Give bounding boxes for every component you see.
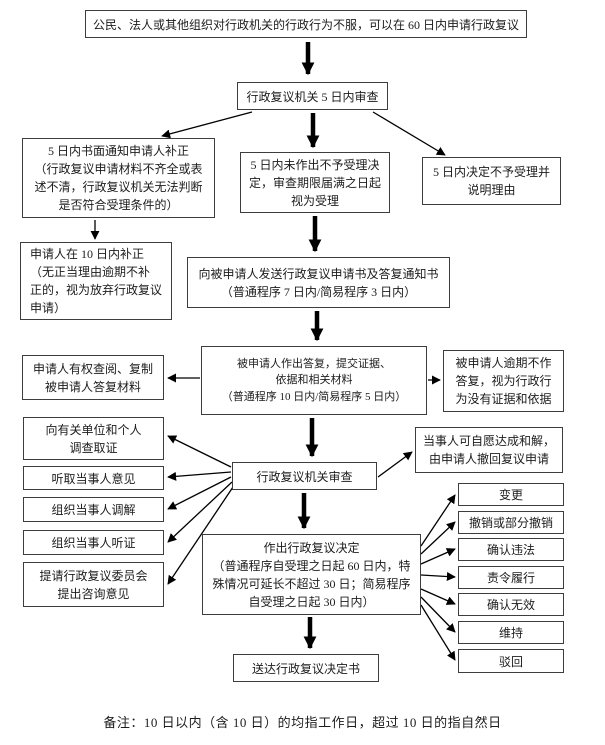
node-overdue-no-reply: 被申请人逾期不作 答复，视为行政行 为没有证据和依据: [443, 350, 564, 412]
node-organ-review: 行政复议机关审查: [232, 462, 377, 490]
node-outcome-revoke: 撤销或部分撤销: [458, 511, 564, 534]
node-outcome-confirm-invalid: 确认无效: [458, 593, 564, 616]
node-outcome-dismiss: 驳回: [458, 649, 564, 673]
node-settlement: 当事人可自愿达成和解， 由申请人撤回复议申请: [415, 427, 563, 473]
node-organize-hearing: 组织当事人听证: [23, 530, 164, 555]
node-make-decision: 作出行政复议决定 （普通程序自受理之日起 60 日内，特 殊情况可延长不超过 3…: [202, 534, 421, 615]
node-outcome-order-perform: 责令履行: [458, 566, 564, 589]
node-respondent-reply: 被申请人作出答复，提交证据、 依据和相关材料 （普通程序 10 日内/简易程序 …: [201, 346, 427, 415]
node-outcome-confirm-illegal: 确认违法: [458, 538, 564, 561]
node-deliver-decision: 送达行政复议决定书: [233, 654, 379, 682]
node-organize-mediation: 组织当事人调解: [23, 497, 164, 522]
node-outcome-change: 变更: [458, 483, 564, 506]
node-notify-correction: 5 日内书面通知申请人补正 （行政复议申请材料不齐全或表 述不清，行政复议机关无…: [22, 138, 215, 218]
footnote: 备注：10 日以内（含 10 日）的均指工作日，超过 10 日的指自然日: [103, 715, 502, 730]
node-start: 公民、法人或其他组织对行政机关的行政行为不服，可以在 60 日内申请行政复议: [85, 10, 527, 38]
node-reject-with-reason: 5 日内决定不予受理并 说明理由: [422, 157, 561, 205]
node-applicant-copy-right: 申请人有权查阅、复制 被申请人答复材料: [22, 355, 164, 400]
node-correct-in-10d: 申请人在 10 日内补正 （无正当理由逾期不补 正的，视为放弃行政复议 申请）: [20, 242, 172, 320]
node-deemed-accepted: 5 日内未作出不予受理决 定，审查期限届满之日起 视为受理: [240, 152, 390, 213]
node-listen-opinions: 听取当事人意见: [23, 466, 164, 490]
node-review-5d: 行政复议机关 5 日内审查: [237, 82, 388, 110]
node-investigate: 向有关单位和个人 调查取证: [23, 417, 164, 460]
node-outcome-uphold: 维持: [458, 621, 564, 644]
node-send-documents: 向被申请人发送行政复议申请书及答复通知书 （普通程序 7 日内/简易程序 3 日…: [187, 257, 450, 308]
node-consult-committee: 提请行政复议委员会 提出咨询意见: [23, 562, 164, 607]
